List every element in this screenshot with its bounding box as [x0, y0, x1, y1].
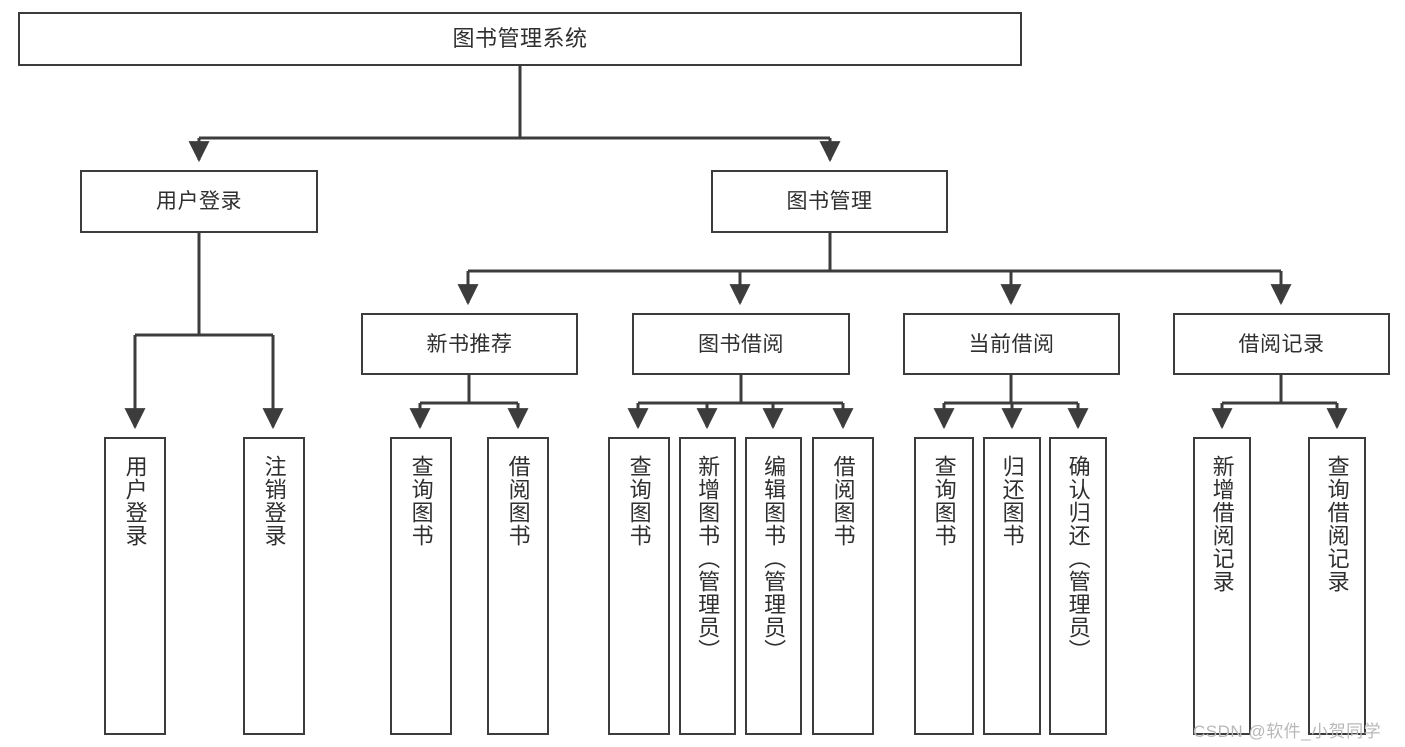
- node-leaf-confirm-return-label: 确认归还（管理员）: [1065, 455, 1091, 662]
- node-leaf-query-book-3-label: 查询图书: [931, 455, 957, 547]
- node-book-manage[interactable]: 图书管理: [711, 170, 948, 233]
- node-leaf-query-book-3[interactable]: 查询图书: [914, 437, 974, 735]
- node-leaf-user-logout-label: 注销登录: [261, 455, 287, 547]
- node-new-book-rec-label: 新书推荐: [426, 332, 513, 356]
- node-leaf-borrow-book-1-label: 借阅图书: [505, 455, 531, 547]
- node-book-borrow-label: 图书借阅: [698, 332, 784, 356]
- watermark: CSDN @软件_小贺同学: [1193, 722, 1382, 741]
- node-new-book-rec[interactable]: 新书推荐: [361, 313, 578, 375]
- node-leaf-add-record-label: 新增借阅记录: [1209, 455, 1235, 593]
- node-leaf-add-book-label: 新增图书（管理员）: [695, 455, 721, 662]
- node-root-label: 图书管理系统: [452, 26, 588, 51]
- node-book-borrow[interactable]: 图书借阅: [632, 313, 850, 375]
- node-current-borrow[interactable]: 当前借阅: [903, 313, 1120, 375]
- node-leaf-add-record[interactable]: 新增借阅记录: [1193, 437, 1251, 735]
- node-leaf-borrow-book-1[interactable]: 借阅图书: [487, 437, 549, 735]
- node-borrow-record[interactable]: 借阅记录: [1173, 313, 1390, 375]
- node-leaf-query-record[interactable]: 查询借阅记录: [1308, 437, 1366, 735]
- node-leaf-user-login[interactable]: 用户登录: [104, 437, 166, 735]
- node-leaf-user-logout[interactable]: 注销登录: [243, 437, 305, 735]
- node-leaf-borrow-book-2[interactable]: 借阅图书: [812, 437, 874, 735]
- node-leaf-query-record-label: 查询借阅记录: [1324, 455, 1350, 593]
- node-user-login[interactable]: 用户登录: [80, 170, 318, 233]
- node-leaf-edit-book-label: 编辑图书（管理员）: [761, 455, 787, 662]
- node-borrow-record-label: 借阅记录: [1238, 332, 1325, 356]
- node-leaf-return-book-label: 归还图书: [999, 455, 1025, 547]
- node-leaf-add-book[interactable]: 新增图书（管理员）: [679, 437, 736, 735]
- node-current-borrow-label: 当前借阅: [968, 332, 1055, 356]
- node-leaf-edit-book[interactable]: 编辑图书（管理员）: [745, 437, 802, 735]
- node-book-manage-label: 图书管理: [786, 190, 873, 213]
- node-leaf-query-book-2[interactable]: 查询图书: [608, 437, 670, 735]
- node-leaf-borrow-book-2-label: 借阅图书: [830, 455, 856, 547]
- node-user-login-label: 用户登录: [156, 190, 242, 213]
- node-leaf-confirm-return[interactable]: 确认归还（管理员）: [1049, 437, 1107, 735]
- node-root[interactable]: 图书管理系统: [18, 12, 1022, 66]
- node-leaf-query-book-2-label: 查询图书: [626, 455, 652, 547]
- node-leaf-query-book-1[interactable]: 查询图书: [390, 437, 452, 735]
- node-leaf-user-login-label: 用户登录: [122, 455, 148, 547]
- node-leaf-query-book-1-label: 查询图书: [408, 455, 434, 547]
- node-leaf-return-book[interactable]: 归还图书: [983, 437, 1041, 735]
